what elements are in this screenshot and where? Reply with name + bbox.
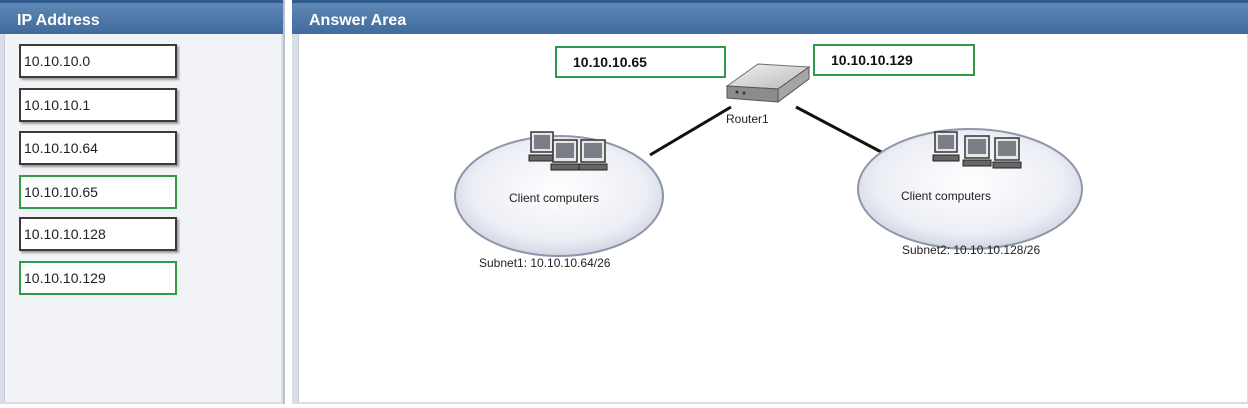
router-icon bbox=[725, 63, 811, 103]
ip-address-panel: IP Address 10.10.10.0 10.10.10.1 10.10.1… bbox=[0, 0, 285, 404]
router-label: Router1 bbox=[726, 112, 769, 126]
diagram-canvas bbox=[454, 63, 1083, 257]
ip-address-list: 10.10.10.0 10.10.10.1 10.10.10.64 10.10.… bbox=[4, 34, 281, 402]
answer-area-title: Answer Area bbox=[292, 0, 1248, 34]
ip-address-panel-title: IP Address bbox=[0, 0, 283, 34]
ip-option-10-10-10-1[interactable]: 10.10.10.1 bbox=[19, 88, 177, 122]
router-interface-1-dropzone[interactable]: 10.10.10.65 bbox=[555, 46, 726, 78]
network-diagram: 10.10.10.65 10.10.10.129 Router1 Client … bbox=[298, 34, 1247, 402]
router-interface-2-dropzone[interactable]: 10.10.10.129 bbox=[813, 44, 975, 76]
subnet2-computers-icon bbox=[932, 131, 1022, 169]
ip-option-10-10-10-129[interactable]: 10.10.10.129 bbox=[19, 261, 177, 295]
answer-area-panel: Answer Area bbox=[292, 0, 1248, 404]
ip-option-10-10-10-0[interactable]: 10.10.10.0 bbox=[19, 44, 177, 78]
ip-option-10-10-10-65[interactable]: 10.10.10.65 bbox=[19, 175, 177, 209]
link-router-subnet2 bbox=[795, 105, 886, 156]
ip-option-10-10-10-128[interactable]: 10.10.10.128 bbox=[19, 217, 177, 251]
subnet1-clients-label: Client computers bbox=[509, 191, 600, 205]
link-router-subnet1 bbox=[649, 105, 732, 157]
subnet1-label: Subnet1: 10.10.10.64/26 bbox=[479, 256, 611, 270]
subnet2-label: Subnet2: 10.10.10.128/26 bbox=[902, 243, 1041, 257]
subnet1-computers-icon bbox=[528, 131, 608, 171]
subnet2-cloud bbox=[857, 128, 1083, 250]
subnet1-cloud bbox=[454, 135, 664, 257]
subnet2-clients-label: Client computers bbox=[901, 189, 992, 203]
ip-option-10-10-10-64[interactable]: 10.10.10.64 bbox=[19, 131, 177, 165]
